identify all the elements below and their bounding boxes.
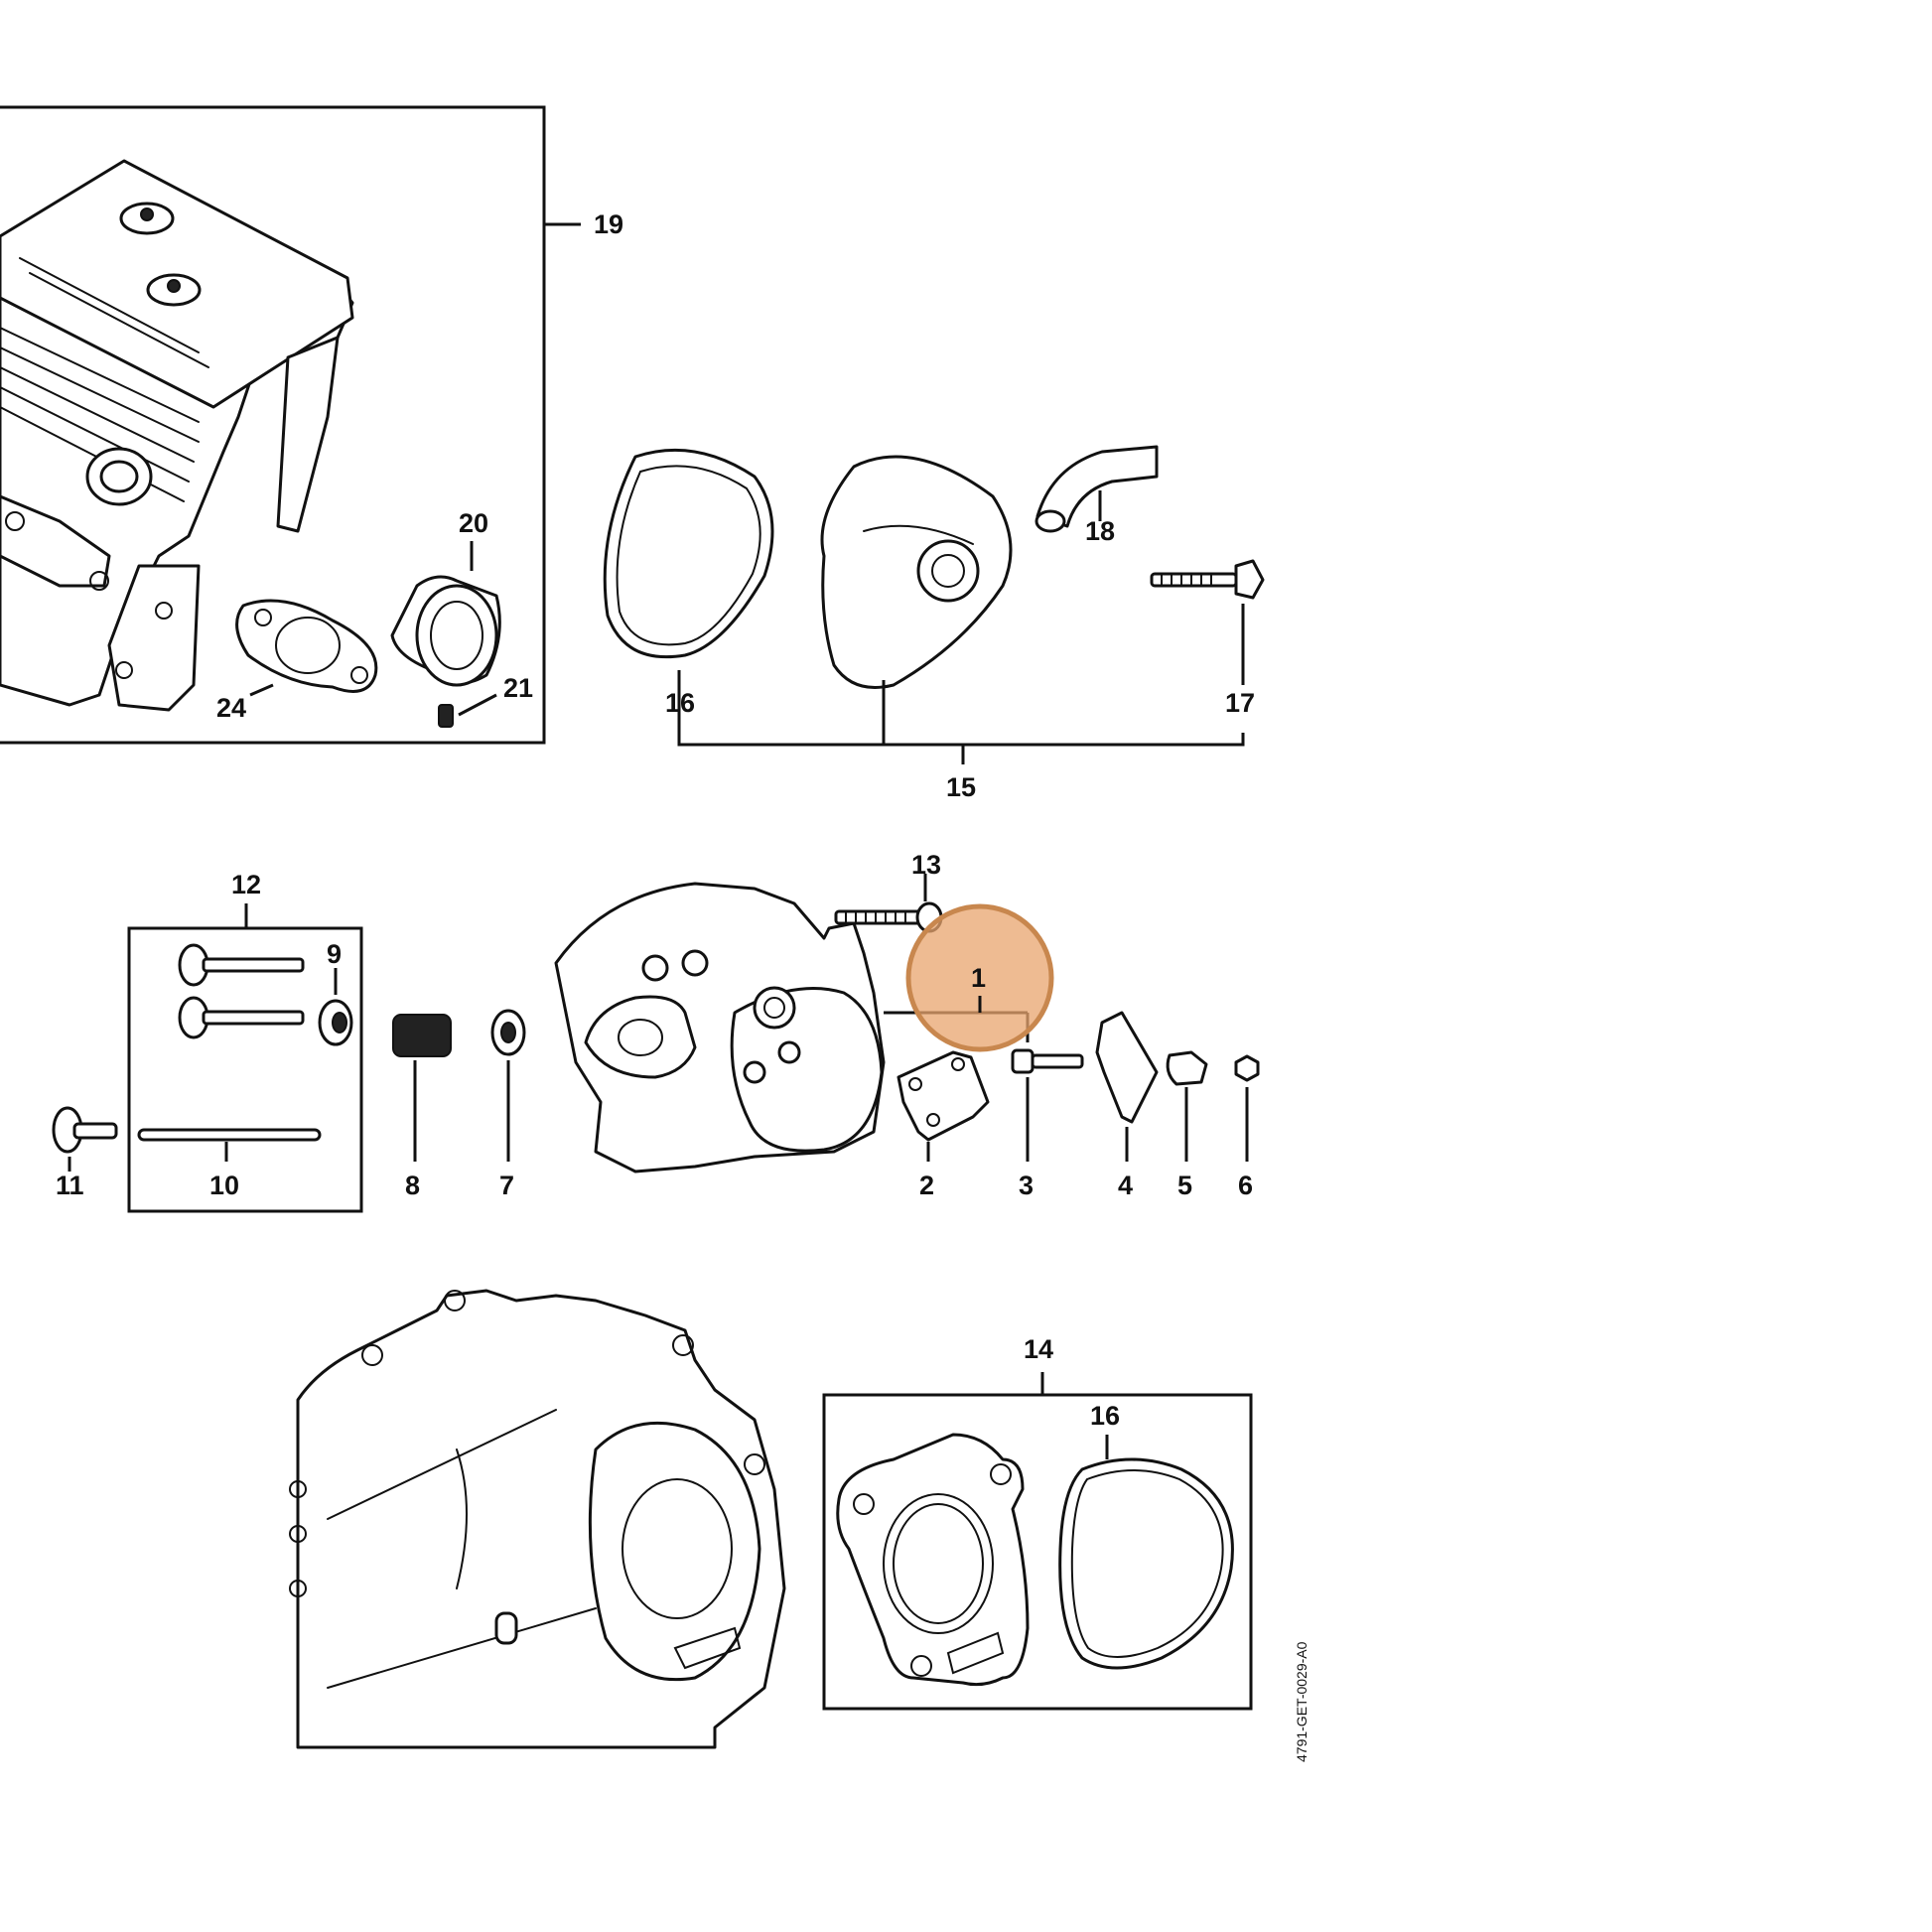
label-7[interactable]: 7: [499, 1171, 514, 1200]
label-12[interactable]: 12: [231, 870, 261, 899]
label-16-kit[interactable]: 16: [1090, 1401, 1120, 1431]
label-1[interactable]: 1: [971, 963, 986, 993]
rocker-pivot: [1166, 1050, 1208, 1162]
label-3[interactable]: 3: [1019, 1171, 1034, 1200]
air-filter-group: [603, 445, 1265, 764]
label-5[interactable]: 5: [1177, 1171, 1192, 1200]
label-9[interactable]: 9: [327, 939, 342, 969]
label-6[interactable]: 6: [1238, 1171, 1253, 1200]
label-17[interactable]: 17: [1225, 688, 1255, 718]
label-2[interactable]: 2: [919, 1171, 934, 1200]
label-19[interactable]: 19: [594, 209, 623, 239]
label-4[interactable]: 4: [1118, 1171, 1133, 1200]
reference-code: 4791-GET-0029-A0: [1294, 1641, 1310, 1762]
valve-group: [52, 903, 363, 1213]
label-14[interactable]: 14: [1024, 1334, 1053, 1364]
label-15[interactable]: 15: [946, 772, 976, 802]
rocker-plate: [897, 1050, 990, 1162]
spring-retainer: [490, 1009, 526, 1162]
cylinder-head-bolt: [834, 874, 943, 933]
rocker-arm: [1095, 1011, 1159, 1162]
label-20[interactable]: 20: [459, 508, 488, 538]
valve-spring: [392, 1014, 452, 1162]
label-11[interactable]: 11: [56, 1171, 84, 1200]
label-18[interactable]: 18: [1085, 516, 1115, 546]
label-24[interactable]: 24: [216, 693, 246, 723]
engine-crankcase: [289, 1289, 786, 1749]
highlight-circle[interactable]: [905, 903, 1054, 1052]
label-21[interactable]: 21: [503, 673, 533, 703]
label-16-top[interactable]: 16: [665, 688, 695, 718]
label-10[interactable]: 10: [209, 1171, 239, 1200]
label-13[interactable]: 13: [911, 850, 941, 880]
hex-nut: [1234, 1054, 1260, 1162]
cylinder-head: [554, 882, 1028, 1173]
gasket-set-group: [822, 1372, 1253, 1711]
highlight-marker[interactable]: [905, 903, 1054, 1052]
muffler-assembly-group: [0, 105, 581, 745]
label-8[interactable]: 8: [405, 1171, 420, 1200]
